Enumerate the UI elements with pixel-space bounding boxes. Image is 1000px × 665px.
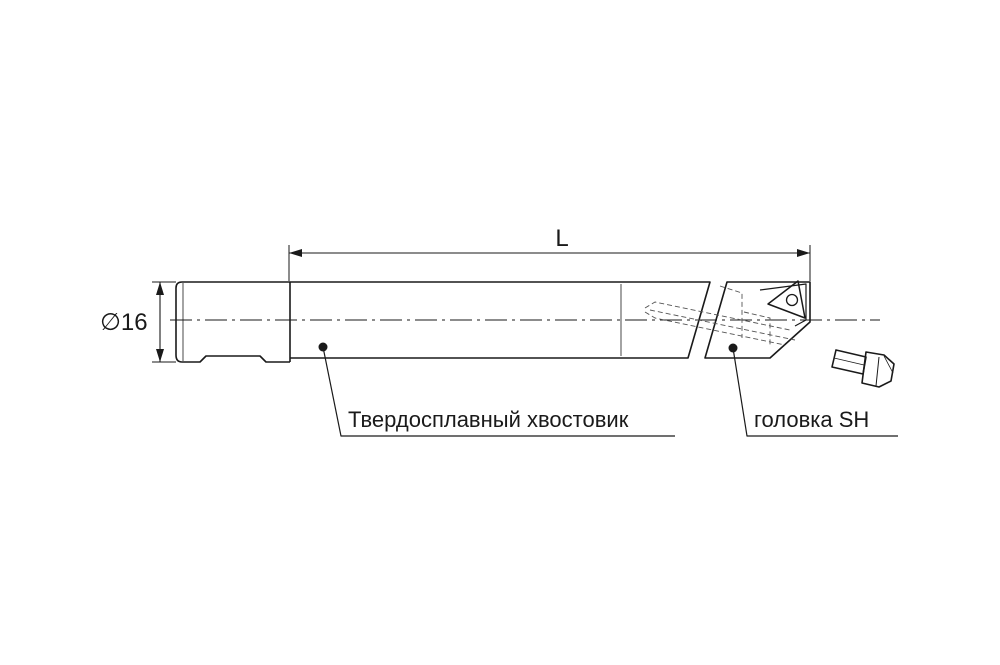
triangular-insert (767, 280, 806, 319)
insert-hole (785, 293, 799, 307)
head-label: головка SH (754, 407, 869, 432)
clamp-screw (831, 349, 895, 388)
dimension-length (288, 245, 811, 281)
shank-label: Твердосплавный хвостовик (348, 407, 629, 432)
head-leader (728, 343, 898, 437)
length-label: L (555, 225, 568, 252)
dimension-diameter (152, 281, 176, 363)
diameter-label: ∅16 (100, 309, 148, 336)
hidden-screw-channel (644, 285, 796, 346)
shank-leader (318, 342, 675, 437)
insert-pocket (759, 283, 807, 327)
shank-clamp-end (175, 281, 290, 363)
